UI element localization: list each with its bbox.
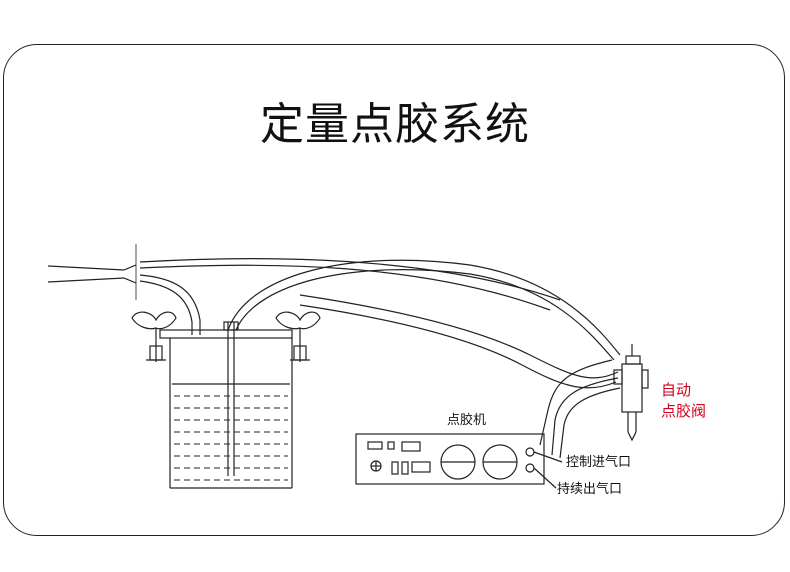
auto-valve-label: 自动 点胶阀 bbox=[661, 380, 706, 422]
diagram-frame bbox=[3, 44, 785, 536]
fluid-tubes bbox=[227, 259, 621, 459]
auto-dispensing-valve bbox=[613, 344, 649, 442]
auto-valve-label-line2: 点胶阀 bbox=[661, 402, 707, 420]
diagram-title: 定量点胶系统 bbox=[260, 99, 530, 150]
auto-valve-label-line1: 自动 bbox=[661, 381, 692, 399]
output-outlet-label: 持续出气口 bbox=[557, 482, 623, 497]
control-inlet-label: 控制进气口 bbox=[566, 455, 632, 470]
dispenser-unit bbox=[355, 433, 563, 489]
air-supply-tubes bbox=[47, 244, 561, 335]
dispenser-label: 点胶机 bbox=[447, 413, 487, 428]
pressure-tank bbox=[131, 311, 321, 489]
